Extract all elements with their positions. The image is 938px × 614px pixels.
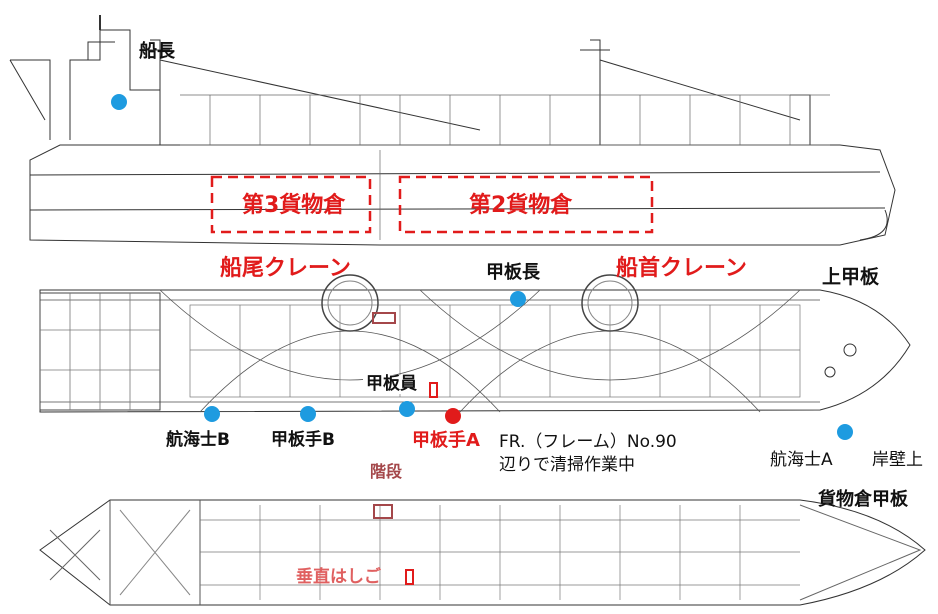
- bosun-label: 甲板長: [486, 262, 540, 283]
- deckhand-b-label: 甲板手B: [271, 430, 335, 450]
- stairs-marker: [373, 504, 393, 519]
- deck-crew-ladder-marker: [429, 382, 438, 398]
- hold-3-box: [210, 175, 372, 234]
- officer-a-dot: [837, 424, 853, 440]
- bosun-dot: [510, 291, 526, 307]
- deckhand-a-label: 甲板手A: [412, 430, 480, 451]
- fwd-crane-label: 船首クレーン: [616, 256, 747, 281]
- hold-3-label: 第3貨物倉: [242, 193, 346, 218]
- vertical-ladder-marker: [405, 569, 414, 585]
- vertical-ladder-label: 垂直はしご: [296, 567, 381, 587]
- frame-note-line2: 辺りで清掃作業中: [499, 455, 635, 475]
- hold-2-label: 第2貨物倉: [469, 193, 573, 218]
- frame-note-line1: FR.（フレーム）No.90: [499, 432, 677, 452]
- cargo-hold-deck-label: 貨物倉甲板: [818, 489, 908, 510]
- hold-2-box: [398, 175, 654, 234]
- upper-deck-plan: [39, 274, 911, 413]
- cargo-hold-deck-plan: [39, 499, 926, 606]
- side-elevation: [9, 15, 896, 246]
- officer-b-dot: [204, 406, 220, 422]
- upper-deck-label: 上甲板: [822, 266, 880, 288]
- on-quay-label: 岸壁上: [872, 450, 923, 470]
- captain-dot: [111, 94, 127, 110]
- hatch-access-marker: [372, 312, 396, 324]
- stairs-label: 階段: [370, 462, 403, 481]
- deckhand-b-dot: [300, 406, 316, 422]
- deck-crew-dot: [399, 401, 415, 417]
- captain-label: 船長: [139, 41, 175, 62]
- officer-a-label: 航海士A: [770, 450, 833, 470]
- deckhand-a-dot: [445, 408, 461, 424]
- aft-crane-label: 船尾クレーン: [220, 256, 351, 281]
- deck-crew-label: 甲板員: [363, 375, 420, 394]
- officer-b-label: 航海士B: [166, 430, 230, 450]
